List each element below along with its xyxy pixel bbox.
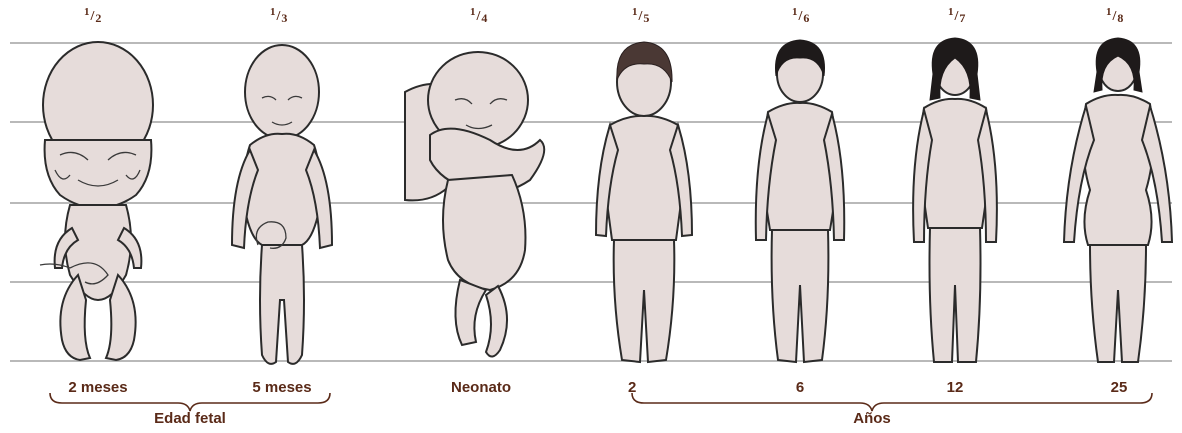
- figure-neonate: [405, 52, 544, 357]
- fetal-age-label: Edad fetal: [130, 410, 250, 427]
- age-label: 25: [1104, 379, 1134, 396]
- years-brace: [632, 393, 1152, 411]
- age-label: 2 meses: [58, 379, 138, 396]
- proportion-label: 1/6: [792, 8, 809, 25]
- age-label: 2: [628, 379, 652, 396]
- proportion-label: 1/8: [1106, 8, 1123, 25]
- figure-fetus-5-months: [232, 45, 332, 364]
- proportion-label: 1/7: [948, 8, 965, 25]
- figure-age-12: [913, 38, 997, 362]
- years-label: Años: [832, 410, 912, 427]
- figure-age-6: [756, 40, 845, 362]
- figure-age-25: [1064, 38, 1172, 362]
- age-label: Neonato: [441, 379, 521, 396]
- proportion-label: 1/3: [270, 8, 287, 25]
- proportion-label: 1/4: [470, 8, 487, 25]
- proportion-label: 1/5: [632, 8, 649, 25]
- proportion-label: 1/2: [84, 8, 101, 25]
- age-label: 6: [786, 379, 814, 396]
- age-label: 5 meses: [242, 379, 322, 396]
- figure-age-2: [596, 42, 692, 362]
- age-label: 12: [940, 379, 970, 396]
- figure-fetus-2-months: [40, 42, 153, 360]
